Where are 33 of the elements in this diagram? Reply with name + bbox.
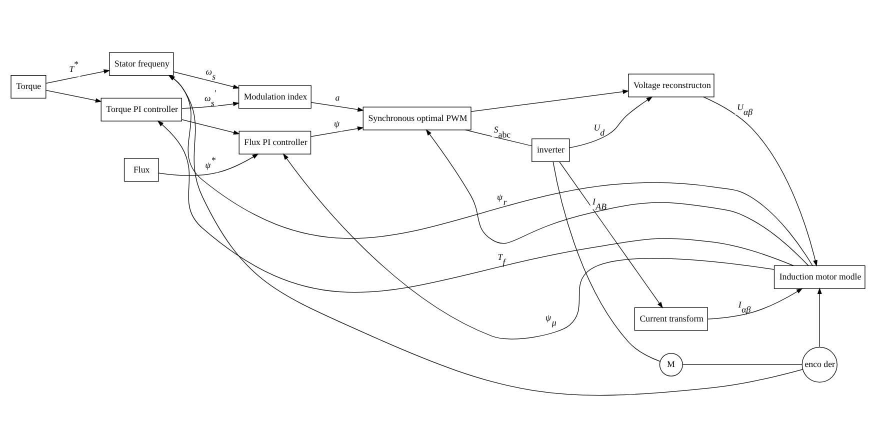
- node-box: Voltage reconstructon: [628, 73, 714, 97]
- arrow: [817, 287, 822, 347]
- arrow: [559, 161, 663, 308]
- node-box: Flux PI controller: [238, 130, 312, 154]
- edge-label: a: [335, 92, 340, 102]
- arrow: [173, 71, 240, 88]
- node-circle: enco der: [802, 346, 838, 382]
- arrow: [310, 102, 364, 112]
- connector: [465, 129, 532, 146]
- arrow: [703, 96, 818, 266]
- edge-label: ψ: [334, 118, 340, 128]
- arrow: [181, 118, 240, 134]
- arrow: [310, 126, 364, 136]
- arrow: [569, 96, 653, 148]
- arrow: [182, 101, 240, 108]
- node-box: Current transform: [634, 306, 708, 330]
- arrow: [46, 89, 102, 102]
- arrow: [158, 153, 259, 176]
- arrow: [46, 68, 110, 84]
- arrow: [707, 288, 803, 319]
- arrow: [470, 89, 630, 112]
- node-box: Modulation index: [238, 84, 312, 108]
- node-box: Flux: [124, 158, 159, 182]
- node-box: Induction motor modle: [774, 264, 866, 288]
- connector: [552, 161, 661, 362]
- arrow: [282, 152, 774, 339]
- node-box: inverter: [532, 138, 570, 162]
- node-box: Stator frequeny: [109, 52, 174, 76]
- arrow: [168, 74, 803, 395]
- node-box: Torque: [10, 74, 46, 98]
- node-box: Synchronous optimal PWM: [362, 106, 472, 130]
- node-circle: M: [659, 352, 683, 376]
- node-box: Torque PI controller: [100, 97, 182, 121]
